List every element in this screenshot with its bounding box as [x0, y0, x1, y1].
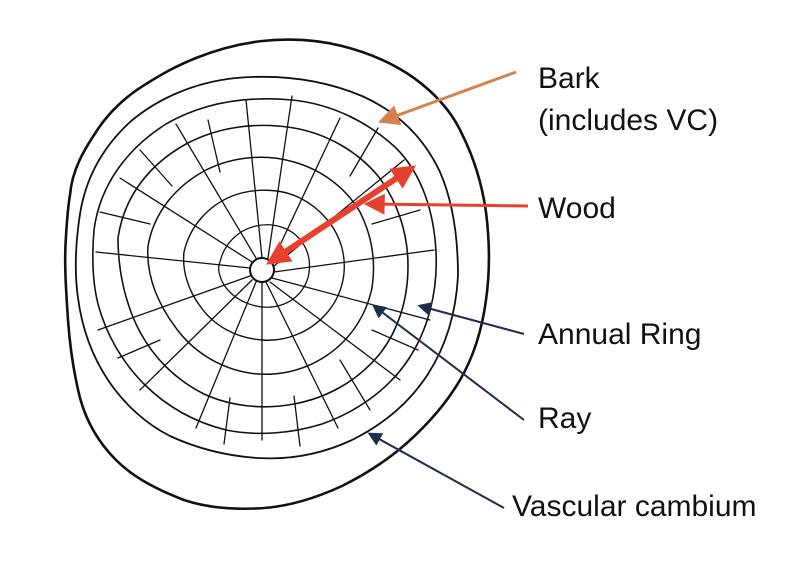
- label-bark-includes-vc: (includes VC): [538, 104, 719, 137]
- ray-line: [271, 277, 431, 321]
- annotation-arrows: [265, 70, 529, 509]
- ray-short: [139, 149, 173, 187]
- annual-ring-3: [147, 156, 375, 375]
- ray-line: [195, 281, 257, 429]
- label-vascular-cambium: Vascular cambium: [512, 490, 757, 523]
- ray-short: [349, 127, 379, 177]
- ray-line: [97, 275, 251, 331]
- ray-line: [119, 177, 253, 263]
- ray-short: [339, 359, 371, 411]
- annual-ring-4: [117, 124, 409, 408]
- ray-arrow: [371, 304, 525, 421]
- bark-arrow: [378, 70, 517, 126]
- ray-line: [267, 95, 293, 259]
- ray-short: [207, 119, 221, 173]
- ray-short: [99, 211, 151, 225]
- bark-outline: [63, 38, 491, 511]
- ray-line: [175, 123, 257, 259]
- tree-cross-section-icon: [63, 38, 491, 511]
- ray-line: [265, 281, 339, 429]
- ray-line: [139, 279, 253, 391]
- label-bark: Bark: [538, 62, 600, 95]
- label-wood: Wood: [538, 192, 616, 225]
- ray-short: [371, 209, 421, 225]
- annual-ring-2: [182, 189, 345, 341]
- ray-line: [273, 249, 435, 273]
- label-ray: Ray: [538, 402, 592, 435]
- wood-span-arrow: [265, 165, 417, 265]
- annual-ring-1: [217, 224, 311, 308]
- rays: [95, 95, 435, 447]
- label-annual-ring: Annual Ring: [538, 318, 702, 351]
- vascular-cambium-ring: [74, 75, 459, 460]
- annual-ring-arrow: [417, 302, 525, 335]
- wood-arrow: [363, 193, 529, 215]
- ray-line: [95, 251, 251, 269]
- ray-short: [117, 339, 161, 359]
- ray-short: [371, 329, 419, 351]
- vascular-cambium-arrow: [367, 432, 505, 509]
- ray-line: [245, 99, 263, 259]
- annual-ring-5: [92, 98, 438, 435]
- ray-short: [293, 395, 301, 447]
- ray-line: [269, 281, 401, 381]
- ray-short: [223, 397, 231, 445]
